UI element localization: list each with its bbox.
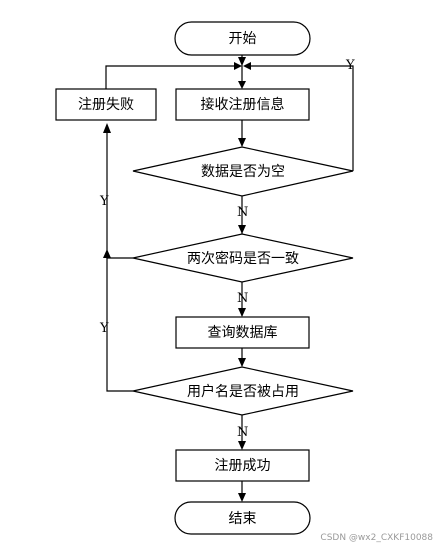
arrowhead-up: [103, 123, 111, 133]
label-yes-password: Y: [99, 194, 109, 209]
arrowhead-down: [238, 81, 246, 89]
connector-empty-yes-loop: [251, 65, 354, 171]
receive-info-label: 接收注册信息: [201, 96, 285, 113]
label-yes-empty: Y: [345, 58, 355, 73]
watermark: CSDN @wx2_CXKF10088: [320, 533, 433, 543]
label-yes-username: Y: [99, 321, 109, 336]
start-label: 开始: [229, 31, 257, 47]
query-db-label: 查询数据库: [208, 325, 278, 341]
arrowhead-right: [234, 62, 242, 70]
query-db-box: [175, 316, 310, 349]
decision-data-empty-label: 数据是否为空: [201, 164, 285, 180]
label-no-username: N: [237, 425, 248, 440]
arrowhead-down: [238, 358, 246, 367]
arrowhead-down: [238, 225, 246, 234]
arrowhead-down: [238, 138, 246, 147]
label-no-password: N: [237, 291, 248, 306]
decision-password-match-label: 两次密码是否一致: [187, 250, 299, 267]
end-label: 结束: [229, 511, 257, 527]
arrowhead-up: [103, 249, 111, 258]
decision-username-taken-label: 用户名是否被占用: [187, 383, 299, 400]
register-fail-label: 注册失败: [78, 97, 134, 113]
receive-info-box: [175, 88, 310, 121]
register-success-box: [175, 449, 310, 482]
register-success-label: 注册成功: [215, 458, 271, 474]
connector-fail-loop: [105, 65, 234, 89]
end-terminator: [174, 501, 311, 535]
arrowhead-left: [243, 62, 251, 70]
connector-to-fail: [106, 129, 133, 259]
arrowhead-down: [238, 57, 246, 66]
arrowhead-down: [238, 493, 246, 502]
label-no-empty: N: [237, 205, 248, 220]
arrowhead-down: [238, 441, 246, 450]
arrowhead-down: [238, 308, 246, 317]
connector-username-yes: [106, 258, 133, 392]
